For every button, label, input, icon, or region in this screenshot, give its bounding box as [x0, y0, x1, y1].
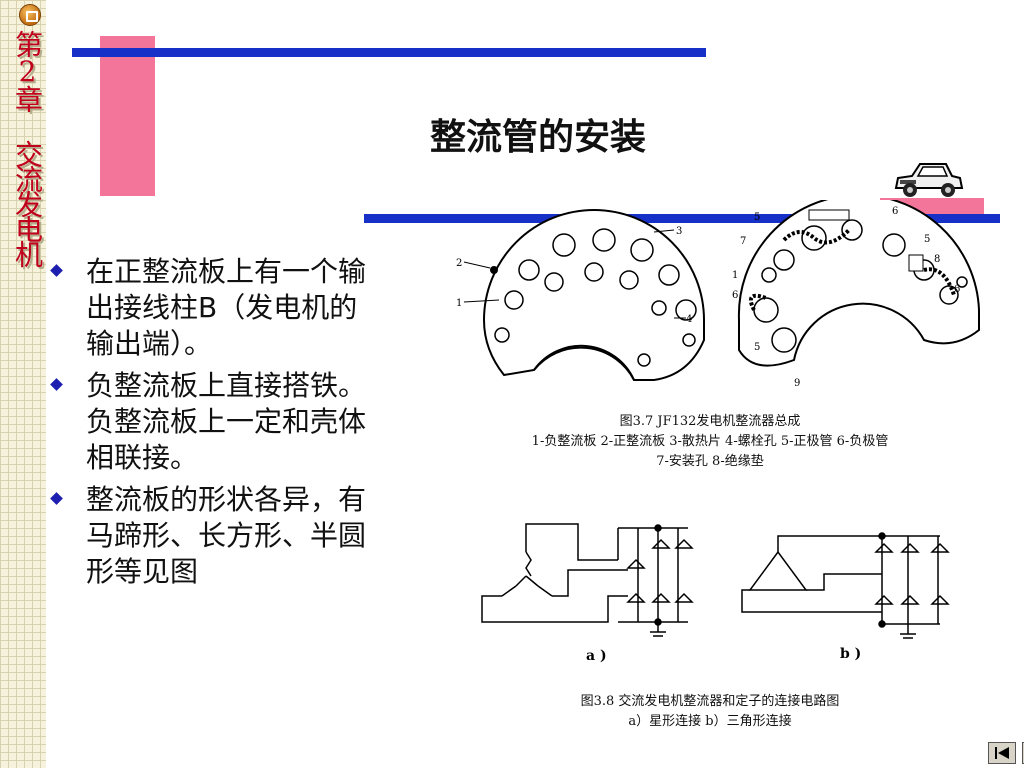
car-icon: [894, 163, 964, 197]
caption-line: 图3.8 交流发电机整流器和定子的连接电路图: [580, 694, 840, 709]
home-icon[interactable]: [19, 4, 41, 26]
caption-line: 图3.7 JF132发电机整流器总成: [619, 414, 801, 429]
decorative-blue-bar-top: [72, 48, 706, 57]
fig37-label: 1: [456, 298, 462, 309]
fig37-label: 6: [954, 284, 960, 295]
diamond-bullet-icon: [50, 264, 63, 277]
figure38-label-b: b ): [840, 646, 862, 662]
slide-navigation: [988, 742, 1024, 764]
bullet-text: 在正整流板上有一个输出接线柱B（发电机的输出端）。: [86, 255, 367, 360]
fig37-label: 2: [456, 258, 462, 269]
rectifier-assembly-figure: 2 1 3 4 5 7 1 6 5 6 5 8 6 9: [456, 200, 980, 389]
last-slide-button[interactable]: [1022, 742, 1024, 764]
figure37-caption: 图3.7 JF132发电机整流器总成 1-负整流板 2-正整流板 3-散热片 4…: [440, 412, 980, 472]
fig37-label: 8: [934, 254, 940, 265]
delta-circuit: [741, 532, 950, 639]
decorative-blue-bar-bottom: [364, 214, 1000, 223]
star-circuit: [481, 523, 694, 637]
fig37-label: 4: [686, 314, 692, 325]
fig37-label: 6: [732, 290, 738, 301]
bullet-item: 负整流板上直接搭铁。负整流板上一定和壳体相联接。: [48, 368, 378, 476]
bullet-text: 整流板的形状各异，有马蹄形、长方形、半圆形等见图: [86, 483, 367, 588]
fig37-label: 3: [676, 226, 682, 237]
fig37-label: 5: [924, 234, 930, 245]
first-slide-icon: [995, 747, 1009, 759]
bullet-list: 在正整流板上有一个输出接线柱B（发电机的输出端）。 负整流板上直接搭铁。负整流板…: [48, 254, 378, 596]
figure38-label-a: a ): [586, 648, 607, 664]
fig37-label: 1: [732, 270, 738, 281]
bullet-text: 负整流板上直接搭铁。负整流板上一定和壳体相联接。: [86, 369, 367, 474]
diamond-bullet-icon: [50, 492, 63, 505]
caption-line: a）星形连接 b）三角形连接: [628, 714, 792, 729]
fig37-label: 5: [754, 212, 760, 223]
first-slide-button[interactable]: [988, 742, 1016, 764]
rectifier-circuit-figure: [481, 523, 950, 639]
sidebar-grid: [0, 0, 46, 768]
page-title: 整流管的安装: [430, 117, 647, 158]
caption-line: 1-负整流板 2-正整流板 3-散热片 4-螺栓孔 5-正极管 6-负极管: [531, 434, 889, 449]
bullet-item: 在正整流板上有一个输出接线柱B（发电机的输出端）。: [48, 254, 378, 362]
fig37-label: 9: [794, 378, 800, 389]
decorative-pink-bar: [100, 36, 155, 196]
fig37-label: 5: [754, 342, 760, 353]
diamond-bullet-icon: [50, 378, 63, 391]
fig37-label: 6: [892, 206, 898, 217]
figure38-caption: 图3.8 交流发电机整流器和定子的连接电路图 a）星形连接 b）三角形连接: [440, 692, 980, 732]
fig37-label: 7: [740, 236, 746, 247]
caption-line: 7-安装孔 8-绝缘垫: [656, 454, 764, 469]
bullet-item: 整流板的形状各异，有马蹄形、长方形、半圆形等见图: [48, 482, 378, 590]
chapter-title: 第2章 交流发电机: [11, 30, 44, 265]
